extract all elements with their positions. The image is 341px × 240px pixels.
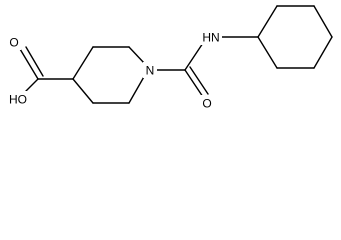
amide-nh-label: HN [200,29,222,45]
ring-nitrogen-text: N [146,64,155,78]
ring-bond-c4-c3 [72,46,94,80]
structure-diagram: HO O N HN O [7,5,333,111]
hydroxyl-label: HO [7,91,29,107]
acid-carbonyl-oxygen-text: O [9,36,18,50]
acid-carbonyl-oxygen-label: O [7,34,21,50]
amide-carbonyl-oxygen-label: O [200,95,214,111]
ring-bond-n-c6 [128,74,146,104]
cyclohexane-bond-1 [257,5,278,38]
acid-c-to-hydroxyl-bond [23,78,39,94]
ring-bond-c2-n [128,46,146,65]
acid-c-carbonyl-bond-1 [19,48,39,80]
amide-carbonyl-bond-1 [184,69,204,98]
amide-nh-text: HN [202,31,219,45]
hydroxyl-oxygen-text: HO [9,93,27,107]
carbonyl-c-to-nh-bond [184,42,204,71]
acid-c-carbonyl-bond-2 [25,46,44,77]
cyclohexane-bond-3 [313,5,333,38]
cyclohexane-bond-4 [313,36,333,69]
amide-carbonyl-bond-2 [189,66,209,95]
amide-carbonyl-oxygen-text: O [202,97,211,111]
ring-nitrogen-label: N [143,62,157,78]
ring-bond-c5-c4 [72,78,94,104]
cyclohexane-bond-6 [257,36,278,69]
